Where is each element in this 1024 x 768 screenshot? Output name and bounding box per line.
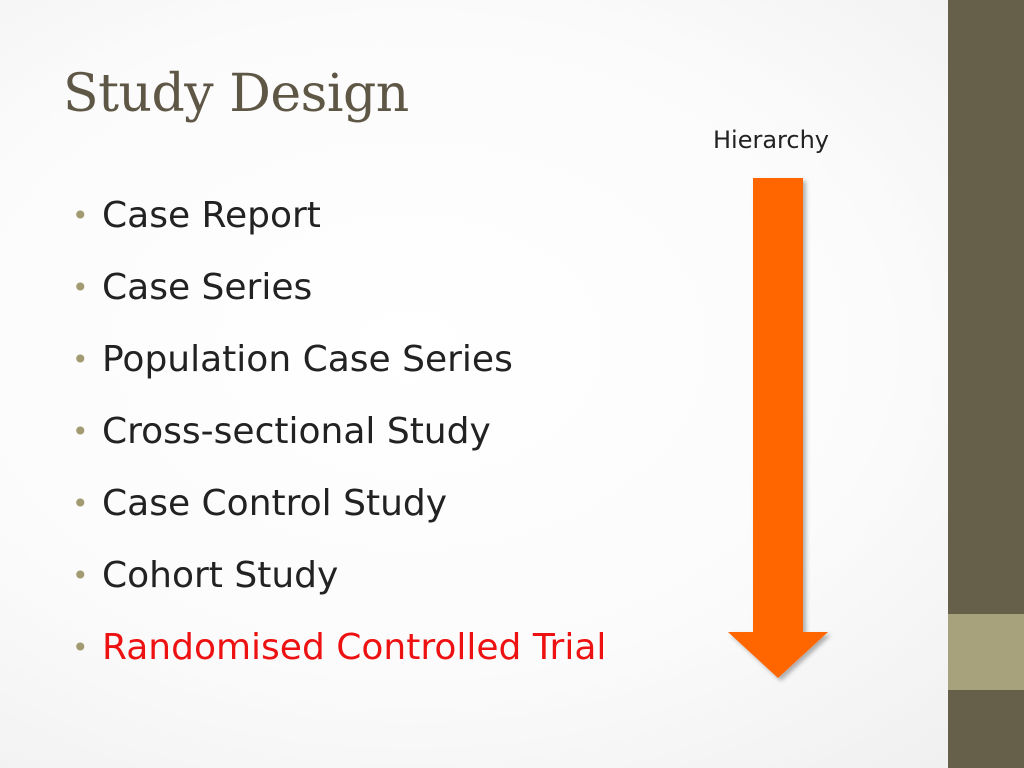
bullet-icon: •: [72, 271, 89, 304]
list-item-label: Randomised Controlled Trial: [102, 627, 607, 668]
list-item: • Cohort Study: [72, 552, 606, 624]
bullet-icon: •: [72, 559, 89, 592]
list-item-label: Cohort Study: [102, 555, 339, 596]
list-item-label: Case Series: [102, 267, 313, 308]
list-item-label: Population Case Series: [102, 339, 513, 380]
hierarchy-label: Hierarchy: [713, 126, 830, 154]
bullet-icon: •: [72, 631, 89, 664]
list-item: • Case Series: [72, 264, 606, 336]
list-item-label: Cross-sectional Study: [102, 411, 491, 452]
list-item: • Case Report: [72, 192, 606, 264]
bullet-icon: •: [72, 199, 89, 232]
hierarchy-down-arrow-icon: [728, 178, 828, 678]
study-design-list: • Case Report • Case Series • Population…: [72, 192, 606, 696]
list-item-highlighted: • Randomised Controlled Trial: [72, 624, 606, 696]
arrow-shape: [728, 178, 828, 678]
list-item-label: Case Report: [102, 195, 321, 236]
bullet-icon: •: [72, 343, 89, 376]
bullet-icon: •: [72, 415, 89, 448]
list-item: • Population Case Series: [72, 336, 606, 408]
right-sidebar-accent: [948, 614, 1024, 690]
list-item: • Cross-sectional Study: [72, 408, 606, 480]
bullet-icon: •: [72, 487, 89, 520]
slide-title: Study Design: [63, 64, 409, 124]
list-item-label: Case Control Study: [102, 483, 448, 524]
list-item: • Case Control Study: [72, 480, 606, 552]
